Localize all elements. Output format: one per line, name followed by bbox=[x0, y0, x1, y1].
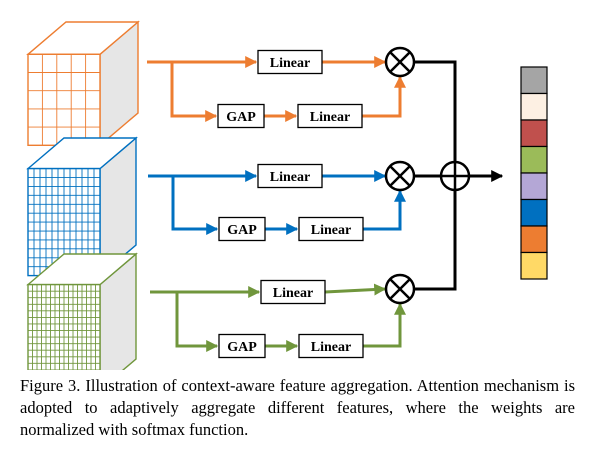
feature-cube-1 bbox=[26, 20, 140, 147]
branch-2-linear-box-label: Linear bbox=[270, 170, 310, 185]
output-vector-cell-5 bbox=[520, 172, 548, 201]
branch-3-gap-linear-box-label: Linear bbox=[311, 340, 351, 355]
branch-2-linear-box: Linear bbox=[257, 163, 323, 189]
branch-3-gap-linear-box: Linear bbox=[298, 333, 364, 359]
branch-1-linear-box-label: Linear bbox=[270, 56, 310, 71]
branch-3-gap-box-label: GAP bbox=[227, 340, 257, 355]
branch-1-linear-box: Linear bbox=[257, 49, 323, 75]
figure-caption: Figure 3. Illustration of context-aware … bbox=[20, 376, 575, 439]
output-vector-cell-1 bbox=[520, 66, 548, 95]
branch-1-gap-linear-box: Linear bbox=[297, 103, 363, 129]
branch-2-gap-box: GAP bbox=[218, 216, 266, 242]
output-vector bbox=[520, 66, 548, 280]
branch-1-gap-box-label: GAP bbox=[226, 110, 256, 125]
branch-1-gap-linear-box-label: Linear bbox=[310, 110, 350, 125]
output-vector-cell-4 bbox=[520, 145, 548, 174]
output-vector-cell-2 bbox=[520, 92, 548, 121]
branch-2-gap-box-label: GAP bbox=[227, 223, 257, 238]
circle-times-icon bbox=[384, 160, 416, 192]
branch-2-gap-linear-box: Linear bbox=[298, 216, 364, 242]
branch-3-arrow-to-gap bbox=[175, 292, 219, 352]
branch-3-to-sum bbox=[414, 190, 457, 291]
output-vector-cell-3 bbox=[520, 119, 548, 148]
branch-2-arrow-to-gap bbox=[171, 176, 219, 235]
circle-times-icon bbox=[384, 46, 416, 78]
output-vector-cell-8 bbox=[520, 251, 548, 280]
branch-3-linear-box-label: Linear bbox=[273, 286, 313, 301]
branch-3-arrow-weights-to-multiply bbox=[363, 302, 406, 348]
branch-3-linear-box: Linear bbox=[260, 279, 326, 305]
output-vector-cell-7 bbox=[520, 225, 548, 254]
branch-1-to-sum bbox=[414, 60, 457, 162]
feature-cube-3 bbox=[26, 252, 138, 370]
circle-times-icon bbox=[384, 273, 416, 305]
branch-3-gap-box: GAP bbox=[218, 333, 266, 359]
branch-2-gap-linear-box-label: Linear bbox=[311, 223, 351, 238]
branch-1-gap-box: GAP bbox=[217, 103, 265, 129]
branch-2-arrow-weights-to-multiply bbox=[363, 189, 406, 231]
branch-1-arrow-weights-to-multiply bbox=[362, 75, 406, 118]
branch-1-arrow-to-gap bbox=[170, 62, 218, 122]
circle-plus-icon bbox=[439, 160, 471, 192]
branch-3-arrow-to-multiply bbox=[324, 283, 387, 296]
output-vector-cell-6 bbox=[520, 198, 548, 227]
